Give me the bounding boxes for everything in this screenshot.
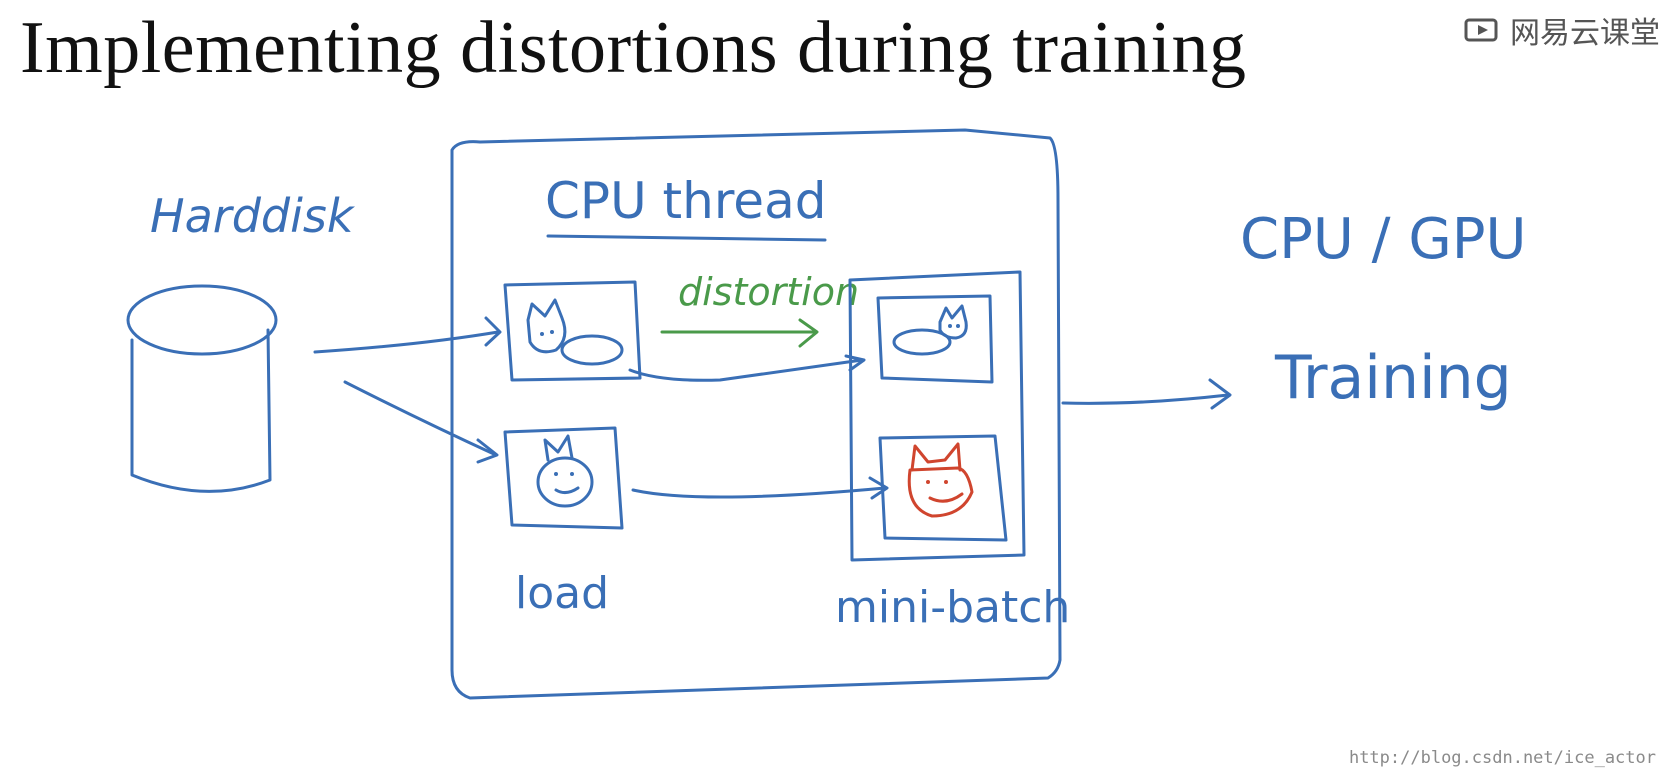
training-label: Training bbox=[1274, 343, 1512, 413]
arrow-minibatch-to-training bbox=[1061, 393, 1230, 405]
arrow-harddisk-to-image2 bbox=[343, 380, 498, 457]
cat-sketch-icon bbox=[536, 434, 594, 508]
loaded-image-1 bbox=[503, 280, 642, 382]
mini-batch-image-1 bbox=[876, 294, 994, 384]
cpu-thread-box bbox=[450, 128, 1062, 700]
load-label: load bbox=[515, 568, 609, 619]
cpu-thread-label: CPU thread bbox=[545, 172, 826, 230]
arrow-harddisk-to-image1 bbox=[313, 330, 500, 354]
mini-batch-box bbox=[848, 270, 1026, 562]
watermark-url: http://blog.csdn.net/ice_actor bbox=[1348, 748, 1656, 768]
cat-sketch-icon bbox=[892, 304, 968, 356]
cat-sketch-icon bbox=[526, 298, 624, 366]
arrow-image2-to-minibatch bbox=[631, 486, 887, 499]
watermark-logo: 网易云课堂 bbox=[1464, 8, 1660, 52]
cpu-gpu-label: CPU / GPU bbox=[1240, 207, 1526, 272]
mini-batch-label: mini-batch bbox=[835, 582, 1070, 633]
cpu-thread-underline bbox=[546, 234, 827, 242]
cylinder-icon bbox=[126, 284, 278, 493]
mini-batch-image-2 bbox=[878, 434, 1008, 542]
distortion-label: distortion bbox=[678, 270, 859, 314]
harddisk-label: Harddisk bbox=[150, 189, 356, 243]
play-logo-icon bbox=[1464, 18, 1498, 42]
page-title: Implementing distortions during training bbox=[20, 7, 1247, 89]
cat-sketch-icon bbox=[907, 442, 974, 518]
loaded-image-2 bbox=[503, 426, 624, 530]
arrow-image1-to-minibatch bbox=[628, 358, 864, 382]
watermark-logo-text: 网易云课堂 bbox=[1510, 16, 1660, 51]
